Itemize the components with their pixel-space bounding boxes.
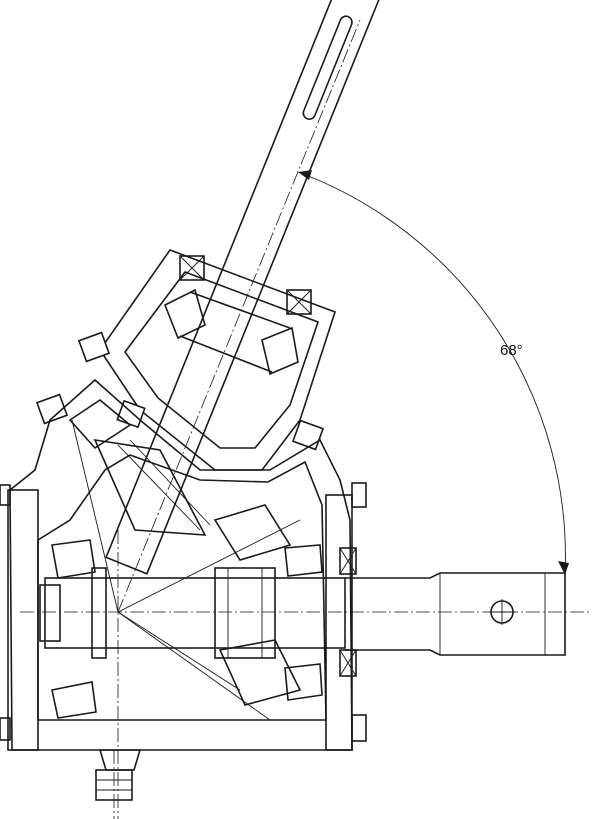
center-lines bbox=[20, 19, 590, 819]
angle-label: 68° bbox=[500, 342, 523, 359]
bevel-gears bbox=[68, 399, 302, 706]
angle-dimension: 68° bbox=[297, 170, 569, 576]
left-bearings bbox=[51, 539, 323, 719]
drain-plug bbox=[95, 749, 142, 819]
horizontal-output-shaft bbox=[39, 567, 566, 659]
inclined-shaft bbox=[105, 0, 381, 575]
main-housing bbox=[0, 378, 367, 751]
